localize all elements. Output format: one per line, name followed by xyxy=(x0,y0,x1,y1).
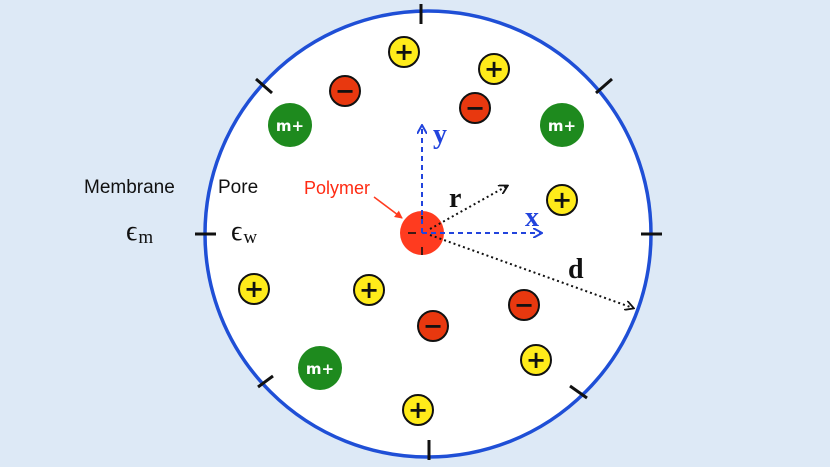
negative-ion: − xyxy=(508,289,540,321)
positive-ion: + xyxy=(388,36,420,68)
multivalent-ion: m+ xyxy=(540,103,584,147)
negative-ion-symbol: − xyxy=(514,291,534,319)
positive-ion: + xyxy=(546,184,578,216)
positive-ion-body xyxy=(388,36,420,68)
positive-ion-symbol: + xyxy=(394,38,414,66)
positive-ion-symbol: + xyxy=(244,275,264,303)
axis-y-label: y xyxy=(433,119,447,150)
membrane-permittivity: ϵm xyxy=(126,216,153,248)
polymer-label: Polymer xyxy=(304,178,370,198)
positive-ion-symbol: + xyxy=(526,346,546,374)
multivalent-ion-symbol: m+ xyxy=(276,117,304,135)
negative-ion-body xyxy=(508,289,540,321)
boundary-ticks xyxy=(195,4,662,460)
multivalent-ion-body xyxy=(268,103,312,147)
axis-x-label: x xyxy=(525,202,539,233)
multivalent-ion-body xyxy=(540,103,584,147)
multivalent-ion: m+ xyxy=(298,346,342,390)
multivalent-ion-symbol: m+ xyxy=(306,360,334,378)
positive-ion-body xyxy=(353,274,385,306)
polymer-pointer xyxy=(373,196,403,219)
positive-ion: + xyxy=(402,394,434,426)
negative-ion-body xyxy=(459,92,491,124)
positive-ion: + xyxy=(238,273,270,305)
positive-ion-body xyxy=(546,184,578,216)
multivalent-ion-body xyxy=(298,346,342,390)
membrane-label: Membrane xyxy=(84,177,175,198)
pore-permittivity: ϵw xyxy=(231,216,257,248)
d-label: d xyxy=(568,254,584,285)
positive-ion-symbol: + xyxy=(408,396,428,424)
positive-ion: + xyxy=(353,274,385,306)
positive-ion-body xyxy=(238,273,270,305)
positive-ion-symbol: + xyxy=(484,55,504,83)
negative-ion: − xyxy=(417,310,449,342)
positive-ion-symbol: + xyxy=(359,276,379,304)
negative-ion-body xyxy=(417,310,449,342)
positive-ion-body xyxy=(520,344,552,376)
negative-ion-symbol: − xyxy=(465,94,485,122)
multivalent-ion-symbol: m+ xyxy=(548,117,576,135)
negative-ion-symbol: − xyxy=(335,77,355,105)
positive-ion: + xyxy=(520,344,552,376)
multivalent-ion: m+ xyxy=(268,103,312,147)
pore-label: Pore xyxy=(218,177,258,198)
negative-ion: − xyxy=(329,75,361,107)
positive-ion-body xyxy=(402,394,434,426)
d-vector xyxy=(429,234,633,308)
negative-ion: − xyxy=(459,92,491,124)
positive-ion-body xyxy=(478,53,510,85)
positive-ion: + xyxy=(478,53,510,85)
negative-ion-symbol: − xyxy=(423,312,443,340)
r-label: r xyxy=(449,183,461,214)
positive-ion-symbol: + xyxy=(552,186,572,214)
negative-ion-body xyxy=(329,75,361,107)
ions-layer: + + + + + + + − − − − m+ m+ m+ xyxy=(238,36,584,426)
